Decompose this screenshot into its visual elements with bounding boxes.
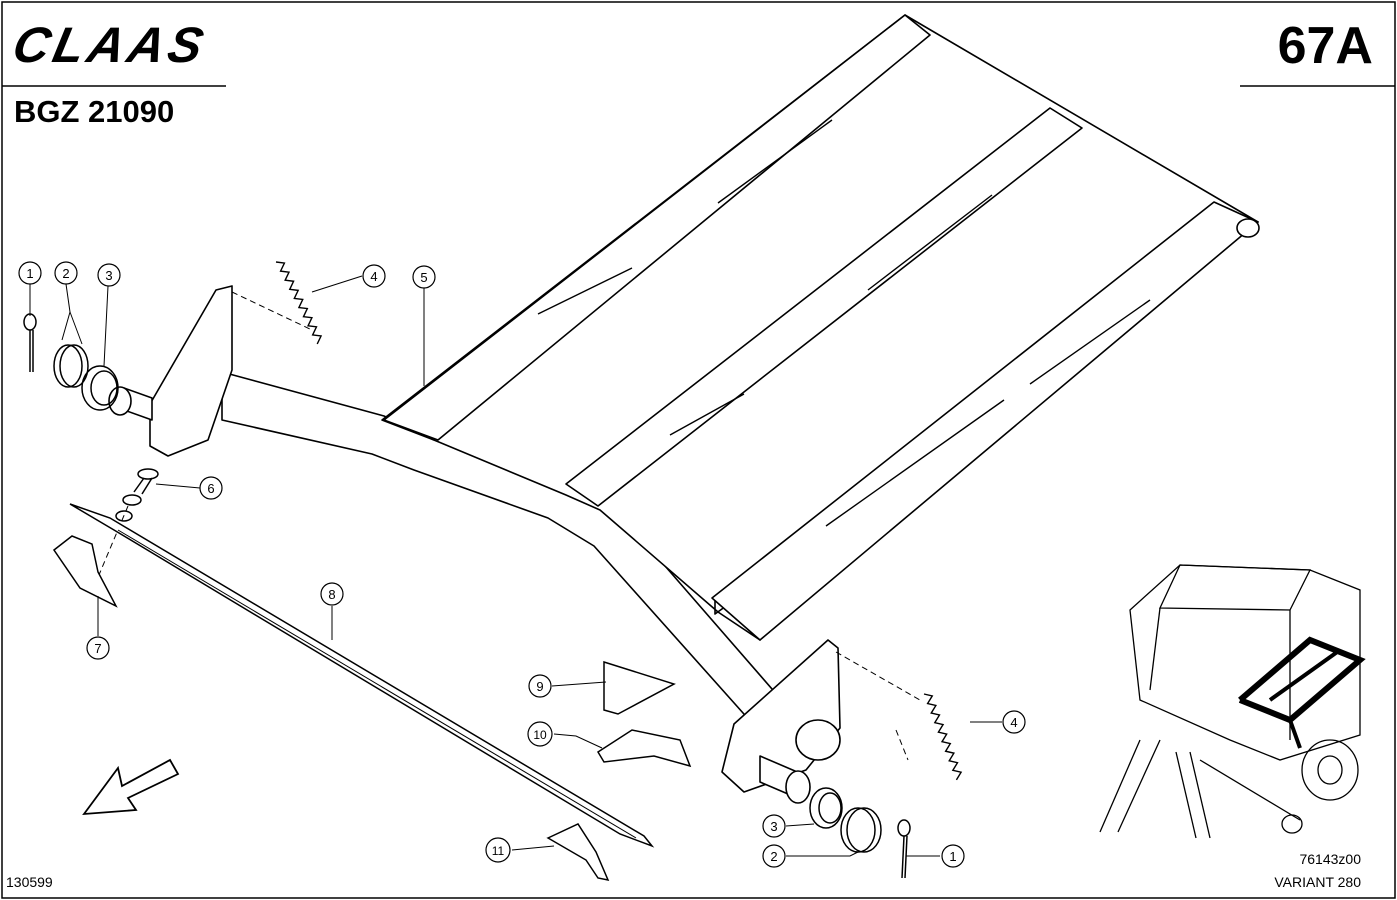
callout-3-right: 3 bbox=[762, 814, 786, 838]
callout-1: 1 bbox=[18, 261, 42, 285]
callout-10: 10 bbox=[527, 721, 553, 747]
callout-8: 8 bbox=[320, 582, 344, 606]
callout-label: 9 bbox=[536, 679, 543, 694]
callout-label: 4 bbox=[370, 269, 377, 284]
callout-label: 8 bbox=[328, 587, 335, 602]
variant-label: VARIANT 280 bbox=[1274, 874, 1361, 890]
callout-5: 5 bbox=[412, 265, 436, 289]
callout-label: 3 bbox=[105, 268, 112, 283]
springs bbox=[275, 261, 963, 781]
callout-4-right: 4 bbox=[1002, 710, 1026, 734]
plate-7 bbox=[52, 535, 118, 608]
callout-label: 10 bbox=[533, 728, 547, 742]
dashed-leaders bbox=[95, 291, 921, 761]
scraper-strip-edge bbox=[117, 529, 637, 839]
plate-11 bbox=[546, 823, 610, 882]
frame-assembly bbox=[108, 14, 1260, 804]
page-number: 67A bbox=[1277, 17, 1373, 75]
panel-hatching bbox=[537, 119, 1151, 527]
tube-end-cap bbox=[1236, 218, 1260, 238]
spring-top bbox=[275, 261, 323, 345]
middle-tube bbox=[565, 107, 1083, 507]
callout-1-right: 1 bbox=[941, 844, 965, 868]
front-tube bbox=[383, 14, 931, 441]
callout-label: 7 bbox=[94, 641, 101, 656]
callout-4: 4 bbox=[362, 264, 386, 288]
plate-9 bbox=[603, 660, 676, 715]
callout-label: 1 bbox=[949, 849, 956, 864]
callout-bubbles: 1 2 3 4 5 6 7 8 9 10 11 4 3 2 1 bbox=[18, 261, 1026, 868]
callout-2-right: 2 bbox=[762, 844, 786, 868]
pivot-shaft-left-end bbox=[108, 386, 132, 416]
pivot-shaft-right-end bbox=[785, 770, 811, 804]
hardware-parts bbox=[23, 313, 911, 879]
callout-11: 11 bbox=[485, 837, 511, 863]
callout-label: 11 bbox=[492, 844, 505, 858]
callout-6: 6 bbox=[199, 476, 223, 500]
callout-label: 1 bbox=[26, 266, 33, 281]
callout-2: 2 bbox=[54, 261, 78, 285]
plate-10 bbox=[596, 729, 692, 768]
callout-label: 3 bbox=[770, 819, 777, 834]
callout-label: 6 bbox=[207, 481, 214, 496]
callout-label: 4 bbox=[1010, 715, 1017, 730]
direction-arrow-icon bbox=[82, 758, 180, 816]
callout-label: 2 bbox=[770, 849, 777, 864]
pivot-bore-right bbox=[795, 719, 841, 761]
callout-7: 7 bbox=[86, 636, 110, 660]
callout-9: 9 bbox=[528, 674, 552, 698]
spring-bottom bbox=[923, 693, 963, 781]
baler-overview-illustration bbox=[1099, 564, 1366, 839]
small-plates bbox=[52, 535, 692, 882]
drawing-reference: 76143z00 bbox=[1299, 851, 1361, 867]
rear-tube bbox=[711, 201, 1259, 641]
callout-label: 5 bbox=[420, 270, 427, 285]
bracket-left bbox=[149, 285, 233, 457]
callout-3: 3 bbox=[97, 263, 121, 287]
callout-label: 2 bbox=[62, 266, 69, 281]
date-code: 130599 bbox=[6, 874, 53, 890]
leader-lines bbox=[29, 275, 1002, 857]
model-code: BGZ 21090 bbox=[14, 94, 175, 129]
